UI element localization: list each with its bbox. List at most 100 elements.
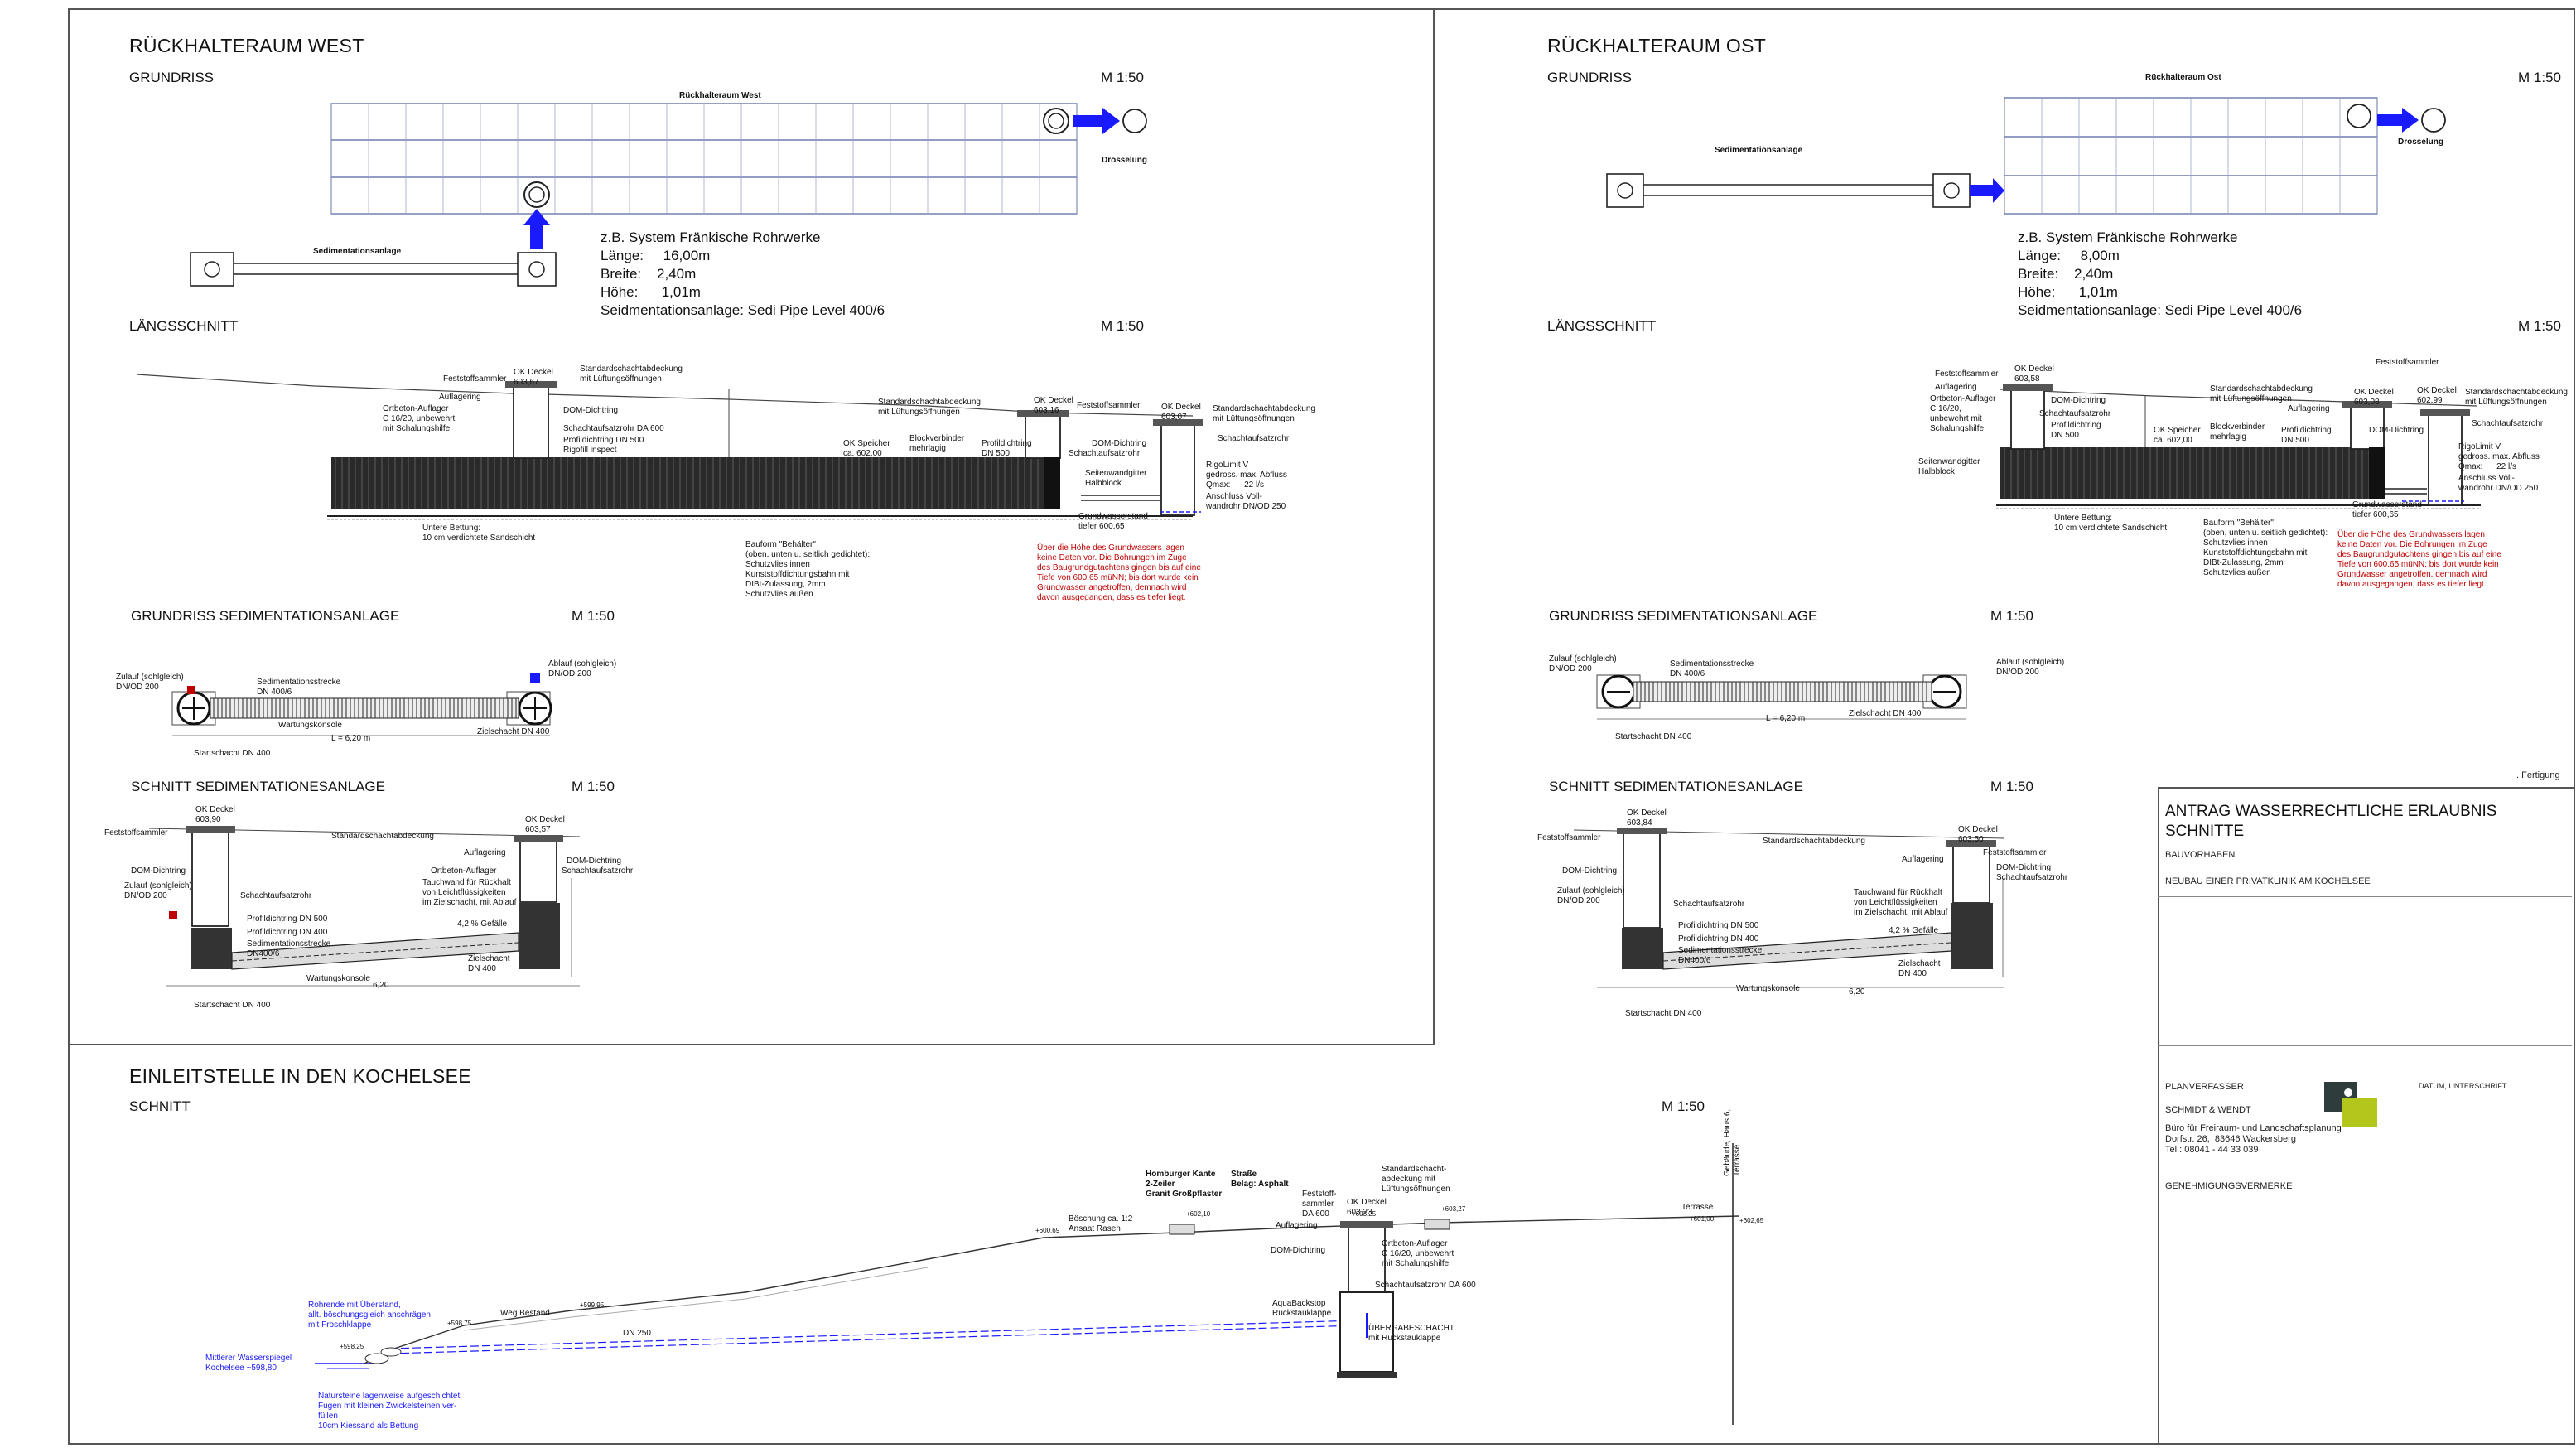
west-ss-okdeckel2: OK Deckel 603,57 xyxy=(525,815,565,834)
ost-ss-gefaelle: 4,2 % Gefälle xyxy=(1889,926,1939,935)
ost-laengsschnitt-heading: LÄNGSSCHNITT xyxy=(1547,318,1657,334)
ost-ls-grundwasser: Grundwasserstand tiefer 600,65 xyxy=(2352,500,2422,519)
west-ss-profil2: Profildichtring DN 400 xyxy=(247,928,328,937)
ost-ls-dom2: DOM-Dichtring xyxy=(2369,426,2424,435)
west-ls-feststoff: Feststoffsammler xyxy=(443,374,507,384)
west-ss-heading: SCHNITT SEDIMENTATIONESANLAGE xyxy=(131,779,385,794)
west-panel xyxy=(68,8,1435,1045)
ost-ss-wartung: Wartungskonsole xyxy=(1736,984,1800,993)
ost-ss-schacht2: Schachtaufsatzrohr xyxy=(1996,873,2068,882)
west-ss-standard: Standardschachtabdeckung xyxy=(331,832,434,841)
west-ss-sedstr: Sedimentationsstrecke DN400/6 xyxy=(247,939,331,958)
ost-ls-schacht: Schachtaufsatzrohr xyxy=(2039,409,2111,418)
einleit-gebaeude: Gebäude, Haus 6, Terrasse xyxy=(1723,1108,1742,1176)
firm-address: Büro für Freiraum- und Landschaftsplanun… xyxy=(2165,1123,2342,1155)
west-ls-rigolimit: RigoLimit V gedross. max. Abfluss Qmax: … xyxy=(1206,461,1287,490)
einleit-title: EINLEITSTELLE IN DEN KOCHELSEE xyxy=(129,1065,471,1087)
ost-spec-line: Länge: 8,00m xyxy=(2018,248,2120,263)
west-gs-wartung: Wartungskonsole xyxy=(278,721,342,730)
bauvorhaben-label: BAUVORHABEN xyxy=(2165,850,2236,860)
west-spec-line: Länge: 16,00m xyxy=(601,248,711,263)
west-ss-schacht: Schachtaufsatzrohr xyxy=(240,891,312,900)
ost-ls-dom: DOM-Dichtring xyxy=(2051,396,2106,405)
west-box-label: Rückhalteraum West xyxy=(679,91,761,100)
west-ls-schachtaufsatz: Schachtaufsatzrohr DA 600 xyxy=(563,424,664,433)
west-ls-rigofill: Rigofill inspect xyxy=(563,446,617,455)
west-spec-line: Breite: 2,40m xyxy=(601,266,697,282)
west-ss-dim: 6,20 xyxy=(373,981,389,990)
west-ls-scale: M 1:50 xyxy=(1101,318,1144,334)
ost-gs-sedstrecke: Sedimentationsstrecke DN 400/6 xyxy=(1670,659,1754,678)
west-ls-auflager: Auflagering xyxy=(439,393,481,402)
ost-ls-schacht3: Schachtaufsatzrohr xyxy=(2472,419,2544,428)
west-spec-line: z.B. System Fränkische Rohrwerke xyxy=(601,229,821,245)
ost-ls-profil: Profildichtring DN 500 xyxy=(2051,421,2101,440)
west-ls-okspeicher: OK Speicher ca. 602,00 xyxy=(843,439,890,458)
west-gs-ablauf: Ablauf (sohlgleich) DN/OD 200 xyxy=(548,659,617,678)
west-ss-scale: M 1:50 xyxy=(572,779,615,794)
datum-label: DATUM, UNTERSCHRIFT xyxy=(2419,1082,2507,1090)
west-gs-sedstrecke: Sedimentationsstrecke DN 400/6 xyxy=(257,678,341,697)
ost-gs-heading: GRUNDRISS SEDIMENTATIONSANLAGE xyxy=(1549,608,1818,624)
west-ss-auflager: Auflagering xyxy=(464,848,506,857)
ost-ss-schacht: Schachtaufsatzrohr xyxy=(1673,900,1745,909)
west-ls-profil2: Profildichtring DN 500 xyxy=(982,439,1032,458)
ost-ls-standard3: Standardschachtabdeckung mit Lüftungsöff… xyxy=(2465,388,2568,407)
ost-ls-auflager: Auflagering xyxy=(1935,383,1977,392)
west-ss-ziel: Zielschacht DN 400 xyxy=(468,954,510,973)
west-ss-schacht2: Schachtaufsatzrohr xyxy=(562,866,634,876)
west-ss-profil1: Profildichtring DN 500 xyxy=(247,915,328,924)
west-spec-line: Höhe: 1,01m xyxy=(601,284,701,300)
planverfasser-label: PLANVERFASSER xyxy=(2165,1082,2244,1092)
ost-ls-auflager2: Auflagering xyxy=(2288,404,2330,413)
ost-ls-rigolimit: RigoLimit V gedross. max. Abfluss Qmax: … xyxy=(2458,442,2540,471)
fertigung: . Fertigung xyxy=(2516,770,2560,780)
einleit-height: +598,75 xyxy=(447,1320,472,1327)
west-ss-dom2: DOM-Dichtring xyxy=(567,857,622,866)
ost-ss-ziel: Zielschacht DN 400 xyxy=(1898,959,1941,978)
west-gs-ziel: Zielschacht DN 400 xyxy=(477,727,550,736)
einleit-height: +603,25 xyxy=(1352,1210,1377,1218)
west-title: RÜCKHALTERAUM WEST xyxy=(129,35,364,56)
einleit-standard: Standardschacht- abdeckung mit Lüftungsö… xyxy=(1382,1165,1450,1194)
west-ls-feststoff2: Feststoffsammler xyxy=(1077,401,1141,410)
west-ls-seitenwand: Seitenwandgitter Halbblock xyxy=(1085,469,1147,488)
ost-gs-scale: M 1:50 xyxy=(1990,608,2033,624)
west-ss-gefaelle: 4,2 % Gefälle xyxy=(457,919,508,929)
ost-ls-okspeicher: OK Speicher ca. 602,00 xyxy=(2154,426,2201,445)
einleit-height: +599,95 xyxy=(580,1301,605,1309)
ost-ss-standard: Standardschachtabdeckung xyxy=(1763,837,1865,846)
einleit-dom: DOM-Dichtring xyxy=(1271,1246,1326,1255)
west-ls-rednote: Über die Höhe des Grundwassers lagen kei… xyxy=(1037,543,1201,602)
west-ss-zulauf: Zulauf (sohlgleich) DN/OD 200 xyxy=(124,881,192,900)
west-ls-standard1: Standardschachtabdeckung mit Lüftungsöff… xyxy=(580,364,683,384)
einleit-terrasse: Terrasse xyxy=(1681,1203,1714,1212)
firm-logo xyxy=(2324,1082,2377,1127)
ost-ls-anschluss: Anschluss Voll- wandrohr DN/OD 250 xyxy=(2458,474,2539,493)
ost-gs-ziel: Zielschacht DN 400 xyxy=(1849,709,1922,718)
west-laengsschnitt-heading: LÄNGSSCHNITT xyxy=(129,318,239,334)
einleit-height: +598,25 xyxy=(340,1343,364,1350)
einleit-rohrende: Rohrende mit Überstand, allt. böschungsg… xyxy=(308,1301,431,1330)
ost-box-label: Rückhalteraum Ost xyxy=(2145,73,2221,82)
einleit-schnitt-heading: SCHNITT xyxy=(129,1098,191,1114)
ost-ls-rednote: Über die Höhe des Grundwassers lagen kei… xyxy=(2337,530,2501,589)
west-drossel-label: Drosselung xyxy=(1102,156,1148,165)
ost-ls-standard: Standardschachtabdeckung mit Lüftungsöff… xyxy=(2210,384,2313,403)
einleit-strasse: Straße Belag: Asphalt xyxy=(1231,1170,1289,1189)
ost-ss-tauch: Tauchwand für Rückhalt von Leichtflüssig… xyxy=(1854,888,1948,917)
ost-ls-bauform: Bauform "Behälter" (oben, unten u. seitl… xyxy=(2203,519,2328,577)
ost-ss-scale: M 1:50 xyxy=(1990,779,2033,794)
west-sed-label: Sedimentationsanlage xyxy=(313,247,402,256)
west-gs-heading: GRUNDRISS SEDIMENTATIONSANLAGE xyxy=(131,608,400,624)
ost-spec-line: Breite: 2,40m xyxy=(2018,266,2114,282)
west-ss-ortbeton: Ortbeton-Auflager xyxy=(431,866,497,876)
einleit-height: +602,65 xyxy=(1739,1217,1764,1224)
genehmigung-label: GENEHMIGUNGSVERMERKE xyxy=(2165,1181,2293,1191)
ost-gs-start: Startschacht DN 400 xyxy=(1615,732,1692,741)
west-ss-okdeckel1: OK Deckel 603,90 xyxy=(195,805,235,824)
